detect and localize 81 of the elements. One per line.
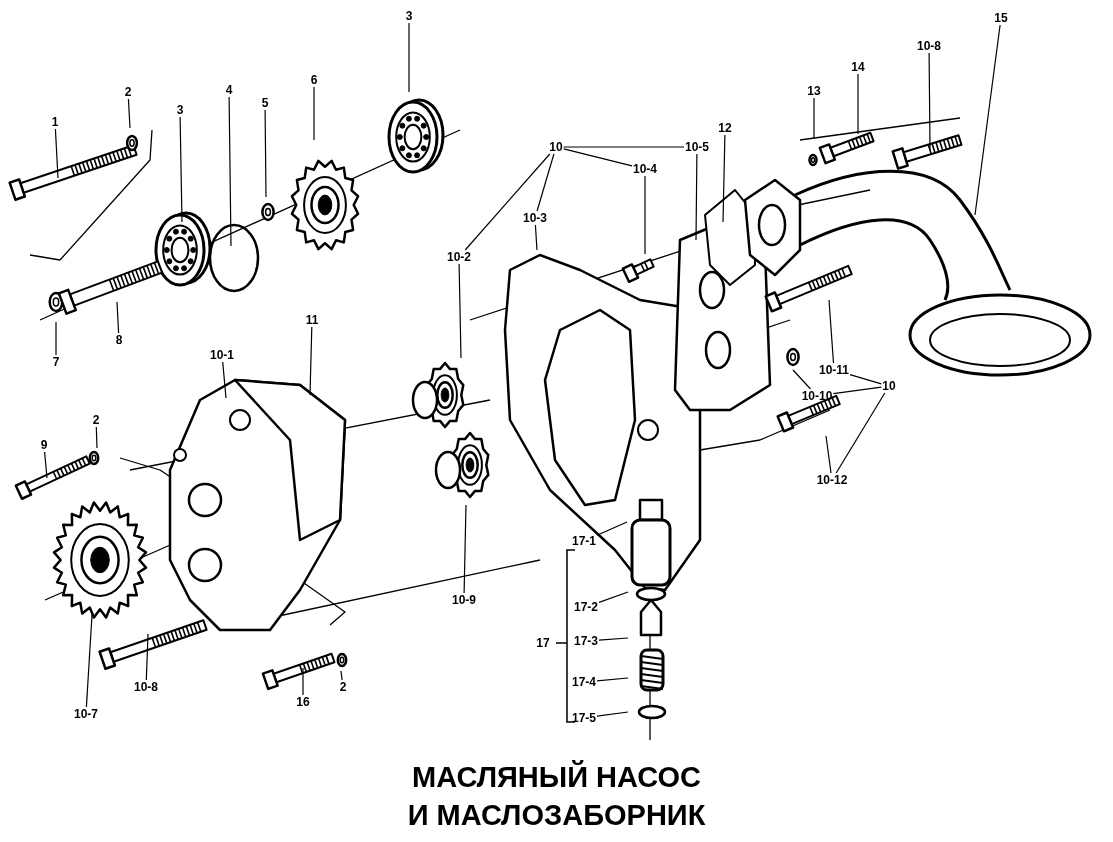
leader-line [127,98,131,129]
leader-line [44,451,48,479]
leader-line [313,86,315,141]
callout-number: 2 [123,85,133,99]
callout-number: 8 [114,333,124,347]
callout-number: 9 [39,438,49,452]
callout-number: 17-2 [573,600,599,614]
callout-number: 17-1 [571,534,597,548]
leader-line [832,386,882,395]
callout-number: 10-10 [800,389,834,403]
callout-number: 10-5 [684,140,710,154]
leader-line [54,128,59,179]
callout-number: 10-4 [632,162,658,176]
leader-line [563,148,633,167]
callout-number: 14 [850,60,866,74]
leader-line [340,670,343,681]
callout-number: 13 [806,84,822,98]
leader-line [722,134,726,223]
leader-line [825,435,832,474]
callout-number: 10-8 [133,680,159,694]
leader-line [464,153,551,251]
leader-line [828,299,835,364]
callout-number: 11 [304,313,320,327]
leader-line [95,426,98,449]
leader-line [563,146,685,148]
callout-number: 16 [295,695,311,709]
leader-line [835,392,886,474]
callout-number: 3 [404,9,414,23]
leader-line [596,677,629,682]
leader-line [408,22,410,93]
callout-number: 17-5 [571,711,597,725]
callout-number: 2 [91,413,101,427]
callout-number: 4 [224,83,234,97]
callout-number: 6 [309,73,319,87]
callout-number: 12 [717,121,733,135]
leader-line [974,24,1001,216]
callout-number: 10-11 [818,363,850,377]
leader-line [458,263,462,359]
leader-line [55,321,57,356]
callout-number: 5 [260,96,270,110]
leader-line [596,521,628,536]
leader-line [85,614,93,708]
leader-line [534,224,538,251]
callout-number: 10 [881,379,897,393]
leader-line [598,591,629,603]
leader-line [309,326,313,396]
leader-line [596,711,629,717]
leader-line [116,301,120,334]
callout-number: 10-9 [451,593,477,607]
leader-line [928,52,931,151]
callout-number: 15 [993,11,1009,25]
callout-number: 10-3 [522,211,548,225]
callout-number: 17-3 [573,634,599,648]
leader-line [145,633,149,681]
leader-line [222,361,227,399]
callout-number: 10-8 [916,39,942,53]
leader-line [857,73,859,135]
callout-number: 17-4 [571,675,597,689]
title: МАСЛЯНЫЙ НАСОС И МАСЛОЗАБОРНИК [406,759,707,833]
callout-number: 2 [338,680,348,694]
callout-number: 3 [175,103,185,117]
leader-line [536,153,555,212]
leader-line [463,504,467,594]
leader-line [302,667,304,696]
callout-number: 10-12 [815,473,849,487]
callout-number: 7 [51,355,61,369]
leader-line [598,637,629,641]
callout-number: 10 [548,140,564,154]
leader-line [695,153,698,241]
leader-line [179,116,183,223]
callout-number: 10-2 [446,250,472,264]
callout-number: 10-7 [73,707,99,721]
callout-number: 1 [50,115,60,129]
leader-line [644,175,646,255]
leader-line [849,374,882,385]
leader-line [228,96,232,247]
leader-line [792,369,812,390]
callout-number: 10-1 [209,348,235,362]
leader-line [813,97,815,139]
leader-line [264,109,267,198]
callout-number: 17 [535,636,551,650]
